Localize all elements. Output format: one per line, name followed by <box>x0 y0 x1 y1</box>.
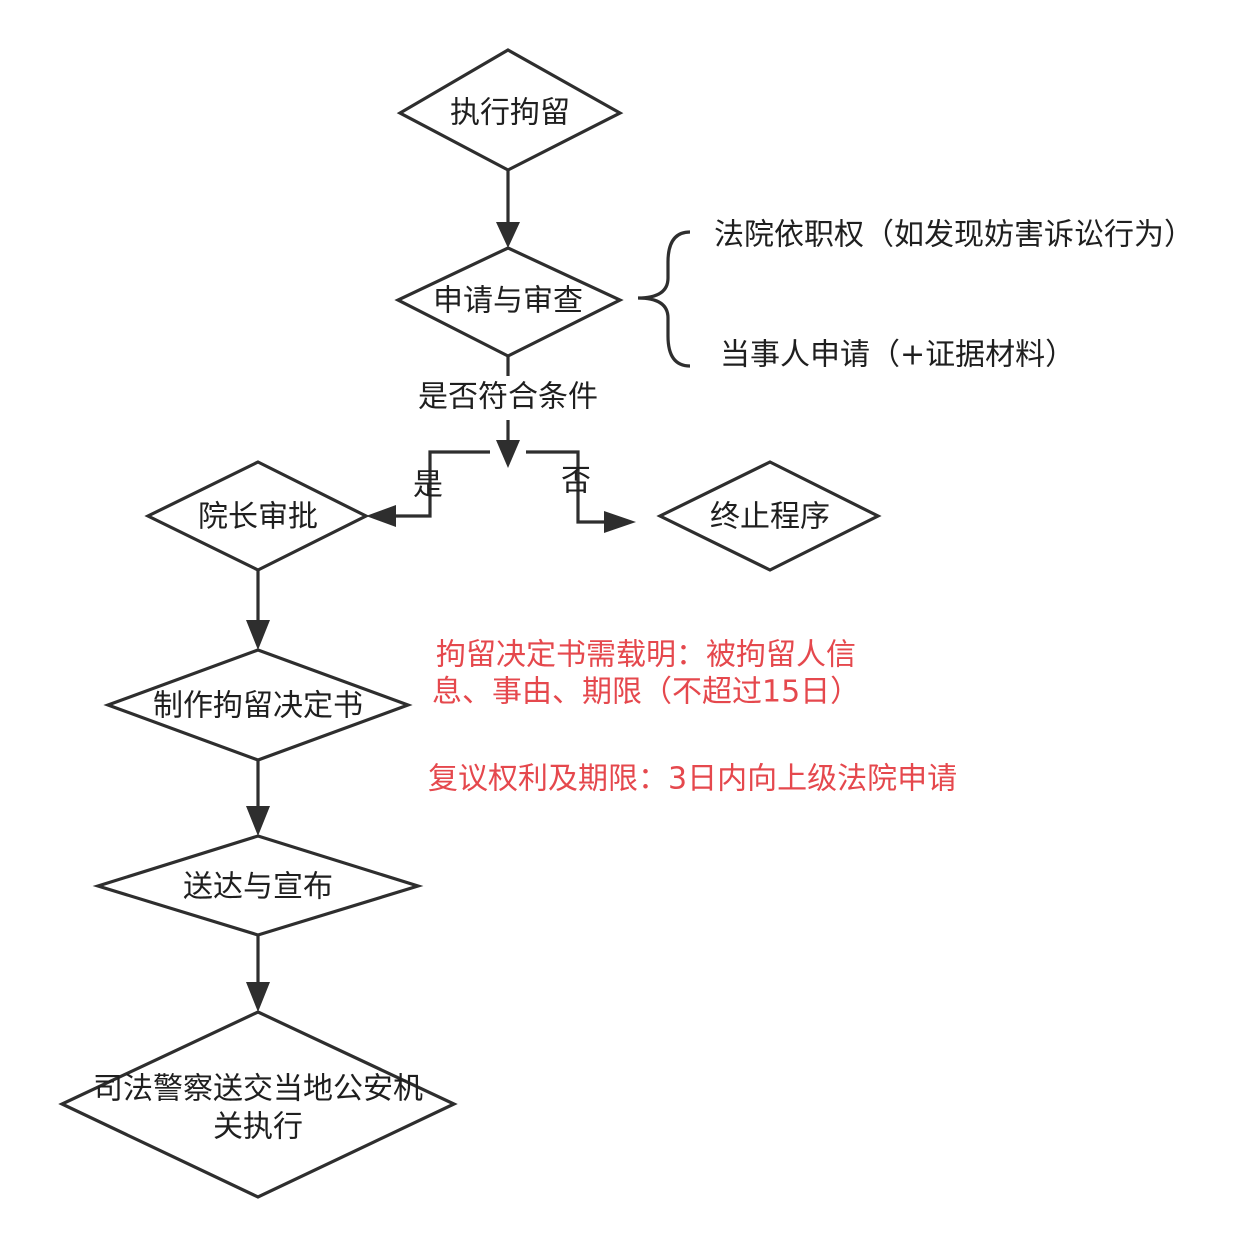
node-review-label: 申请与审查 <box>433 284 583 319</box>
arrowhead-decision <box>246 620 270 650</box>
reconsideration-note: 复议权利及期限：3日内向上级法院申请 <box>428 762 957 797</box>
party-application-text: 当事人申请（+证据材料） <box>720 338 1075 373</box>
node-start: 执行拘留 <box>396 48 624 172</box>
arrowhead-approve <box>366 505 396 527</box>
node-start-label: 执行拘留 <box>450 96 570 131</box>
node-terminate: 终止程序 <box>656 460 882 572</box>
node-decision-doc: 制作拘留决定书 <box>103 648 413 762</box>
node-decision-doc-label: 制作拘留决定书 <box>153 689 363 724</box>
condition-label: 是否符合条件 <box>418 380 598 415</box>
node-review: 申请与审查 <box>394 246 624 358</box>
review-sources-brace <box>637 230 691 368</box>
arrowhead-deliver <box>246 806 270 836</box>
node-police-label-line1: 司法警察送交当地公安机 <box>93 1072 423 1107</box>
node-review-shape <box>394 246 624 358</box>
node-police-label-line2: 关执行 <box>213 1110 303 1145</box>
edge-no-branch <box>526 450 606 524</box>
node-deliver: 送达与宣布 <box>92 834 424 937</box>
node-terminate-shape <box>656 460 882 572</box>
node-start-shape <box>396 48 624 172</box>
node-approve-shape <box>144 460 370 572</box>
node-deliver-label: 送达与宣布 <box>183 870 333 905</box>
arrowhead-police <box>246 982 270 1012</box>
node-approve: 院长审批 <box>144 460 370 572</box>
node-police: 司法警察送交当地公安机 关执行 <box>58 1010 458 1199</box>
yes-label: 是 <box>413 468 443 503</box>
arrowhead-terminate <box>604 511 636 533</box>
decision-note-line1: 拘留决定书需载明：被拘留人信 <box>436 638 856 673</box>
arrowhead-review <box>496 222 520 248</box>
node-terminate-label: 终止程序 <box>710 500 830 535</box>
edge-yes-branch <box>392 450 490 518</box>
node-approve-label: 院长审批 <box>198 500 318 535</box>
node-police-shape <box>58 1010 458 1199</box>
court-initiative-text: 法院依职权（如发现妨害诉讼行为） <box>714 218 1194 253</box>
arrowhead-branch <box>496 440 520 468</box>
node-deliver-shape <box>92 834 424 937</box>
node-decision-doc-shape <box>103 648 413 762</box>
no-label: 否 <box>561 464 591 499</box>
decision-note-line2: 息、事由、期限（不超过15日） <box>432 675 860 710</box>
